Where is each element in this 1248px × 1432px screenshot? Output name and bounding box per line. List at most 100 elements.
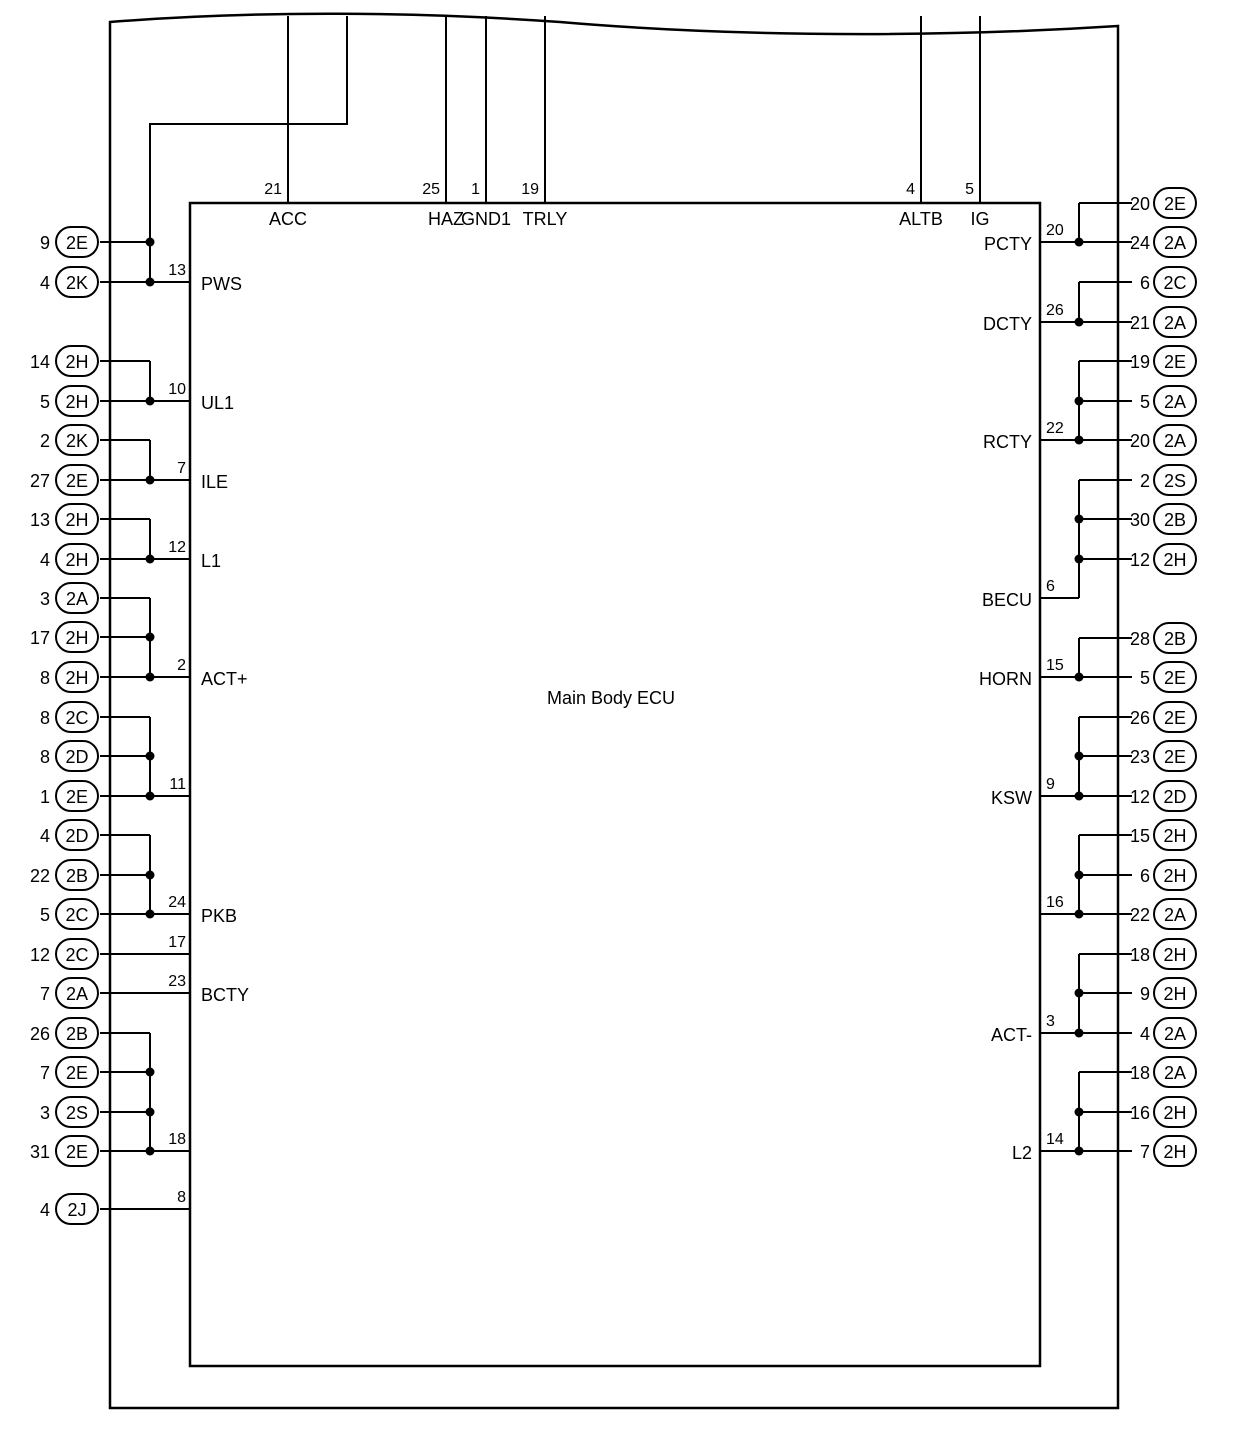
junction-dot	[145, 277, 155, 287]
branch-wire	[149, 16, 348, 282]
connector-pin-number: 30	[1130, 510, 1150, 530]
ecu-pin-number: 3	[1046, 1013, 1055, 1030]
pin-number: 5	[965, 181, 974, 198]
connector-pin-number: 5	[40, 392, 50, 412]
connector-code: 2A	[1164, 1024, 1186, 1044]
connector-pin-number: 4	[40, 826, 50, 846]
connector-pin-number: 12	[1130, 550, 1150, 570]
left-connectors: 2E92K413PWS2H142H510UL12K22E277ILE2H132H…	[30, 226, 249, 1225]
ecu-pin-name: BCTY	[201, 985, 249, 1005]
ecu-pin-number: 13	[168, 262, 186, 279]
connector-code: 2A	[1164, 392, 1186, 412]
connector-badge	[55, 701, 99, 733]
connector-badge	[55, 503, 99, 535]
ecu-pin-name: DCTY	[983, 314, 1032, 334]
connector-code: 2H	[65, 550, 88, 570]
connector-code: 2B	[66, 1024, 88, 1044]
ecu-title: Main Body ECU	[547, 688, 675, 708]
ecu-pin-number: 6	[1046, 578, 1055, 595]
connector-pin-number: 12	[30, 945, 50, 965]
connector-code: 2C	[65, 708, 88, 728]
connector-pin-number: 8	[40, 747, 50, 767]
ecu-pin-number: 8	[177, 1189, 186, 1206]
connector-code: 2C	[1163, 273, 1186, 293]
junction-dot	[145, 237, 155, 247]
connector-badge	[55, 661, 99, 693]
connector-pin-number: 13	[30, 510, 50, 530]
connector-pin-number: 4	[1140, 1024, 1150, 1044]
acc-branch	[149, 16, 348, 282]
ecu-pin-number: 10	[168, 381, 186, 398]
connector-code: 2A	[1164, 1063, 1186, 1083]
connector-code: 2H	[1163, 984, 1186, 1004]
ecu-pin-number: 9	[1046, 776, 1055, 793]
ecu-pin-number: 20	[1046, 222, 1064, 239]
connector-pin-number: 31	[30, 1142, 50, 1162]
connector-pin-number: 12	[1130, 787, 1150, 807]
connector-badge	[55, 582, 99, 614]
connector-code: 2K	[66, 431, 88, 451]
ecu-pin-number: 24	[168, 894, 186, 911]
connector-code: 2E	[66, 233, 88, 253]
connector-code: 2A	[1164, 313, 1186, 333]
connector-code: 2E	[1164, 194, 1186, 214]
outer-frame	[108, 12, 1120, 1410]
ecu-pin-name: ILE	[201, 472, 228, 492]
junction-dot	[1074, 396, 1084, 406]
connector-pin-number: 19	[1130, 352, 1150, 372]
ecu-pin-name: HORN	[979, 669, 1032, 689]
connector-pin-number: 4	[40, 273, 50, 293]
connector-code: 2A	[66, 589, 88, 609]
connector-badge	[55, 385, 99, 417]
connector-badge	[1153, 1135, 1197, 1167]
junction-dot	[1074, 870, 1084, 880]
connector-pin-number: 22	[1130, 905, 1150, 925]
junction-dot	[145, 1107, 155, 1117]
connector-code: 2J	[67, 1200, 86, 1220]
connector-pin-number: 15	[1130, 826, 1150, 846]
ecu-pin-number: 12	[168, 539, 186, 556]
ecu-pin-name: ACT+	[201, 669, 248, 689]
connector-badge	[55, 543, 99, 575]
connector-code: 2E	[1164, 708, 1186, 728]
pin-number: 25	[422, 181, 440, 198]
connector-pin-number: 23	[1130, 747, 1150, 767]
connector-code: 2H	[65, 510, 88, 530]
junction-dot	[1074, 791, 1084, 801]
connector-badge	[1153, 740, 1197, 772]
ecu-pin-name: UL1	[201, 393, 234, 413]
connector-badge	[55, 345, 99, 377]
ecu-pin-name: KSW	[991, 788, 1032, 808]
connector-badge	[1153, 464, 1197, 496]
junction-dot	[145, 1146, 155, 1156]
connector-pin-number: 2	[1140, 471, 1150, 491]
connector-pin-number: 7	[40, 984, 50, 1004]
right-connectors: 2E202A2420PCTY2C62A2126DCTY2E192A52A2022…	[979, 187, 1197, 1167]
junction-dot	[1074, 672, 1084, 682]
connector-code: 2H	[1163, 1103, 1186, 1123]
connector-code: 2D	[65, 747, 88, 767]
junction-dot	[1074, 237, 1084, 247]
connector-code: 2H	[65, 352, 88, 372]
connector-pin-number: 5	[1140, 392, 1150, 412]
connector-pin-number: 7	[1140, 1142, 1150, 1162]
junction-dot	[1074, 435, 1084, 445]
junction-dot	[145, 791, 155, 801]
connector-badge	[1153, 424, 1197, 456]
ecu-pin-number: 23	[168, 973, 186, 990]
ecu-pin-name: PKB	[201, 906, 237, 926]
connector-pin-number: 20	[1130, 431, 1150, 451]
ecu-pin-name: ACT-	[991, 1025, 1032, 1045]
ecu-pin-number: 7	[177, 460, 186, 477]
connector-code: 2A	[66, 984, 88, 1004]
